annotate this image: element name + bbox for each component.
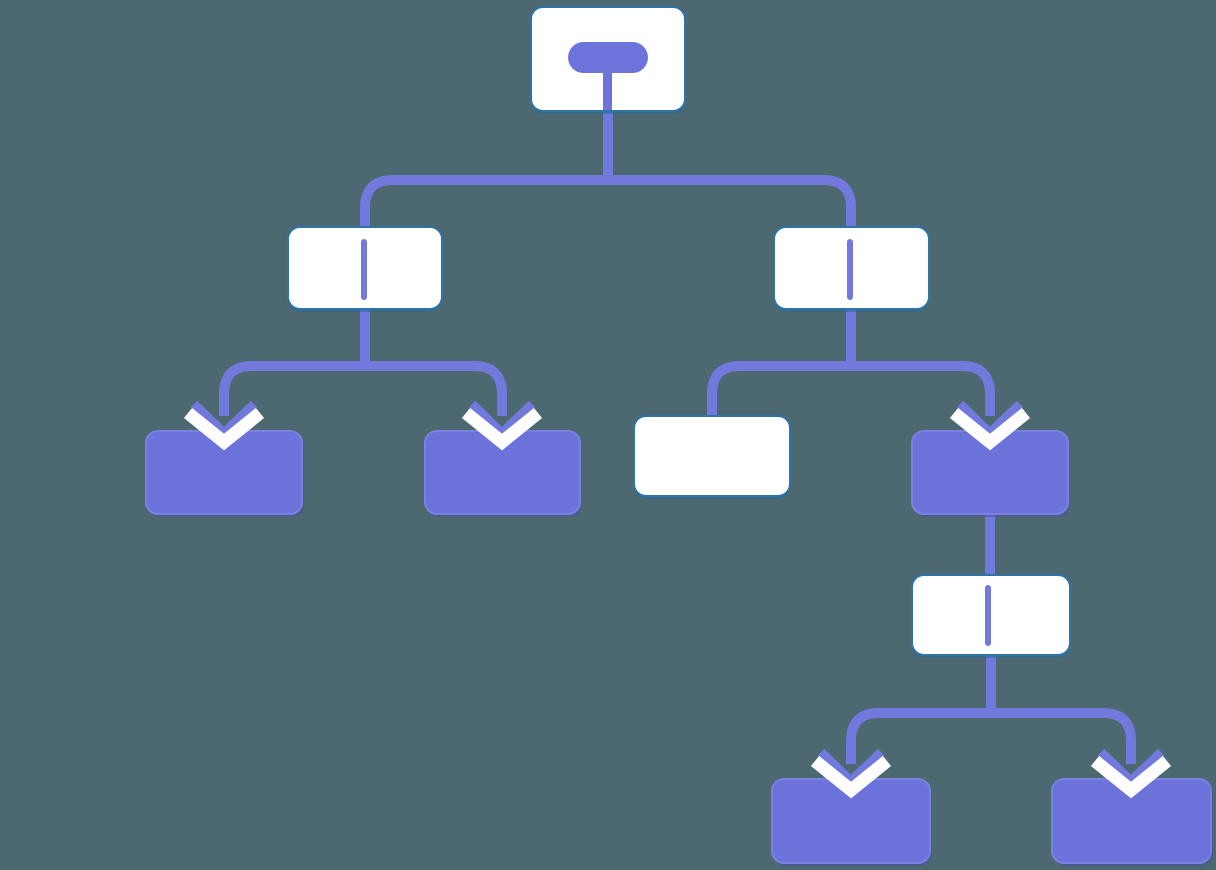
- root-pill-stem-icon: [603, 66, 612, 110]
- node-leaf-4[interactable]: [1051, 778, 1212, 864]
- edge-right-branch: [707, 361, 995, 420]
- edge-left-branch: [219, 361, 507, 416]
- node-leaf-3[interactable]: [771, 778, 931, 864]
- node-leaf-1[interactable]: [145, 430, 303, 515]
- edge-root-branch: [360, 175, 856, 232]
- vertical-line-icon: [847, 239, 853, 300]
- node-action-1[interactable]: [911, 430, 1069, 515]
- node-branch-left[interactable]: [287, 226, 443, 310]
- node-card-1[interactable]: [633, 415, 791, 497]
- vertical-line-icon: [985, 585, 991, 646]
- node-leaf-2[interactable]: [424, 430, 581, 515]
- node-branch-right[interactable]: [773, 226, 930, 310]
- node-root[interactable]: [530, 6, 686, 112]
- vertical-line-icon: [361, 239, 367, 300]
- node-branch-bottom[interactable]: [911, 574, 1071, 656]
- edge-bottom-branch: [846, 708, 1136, 764]
